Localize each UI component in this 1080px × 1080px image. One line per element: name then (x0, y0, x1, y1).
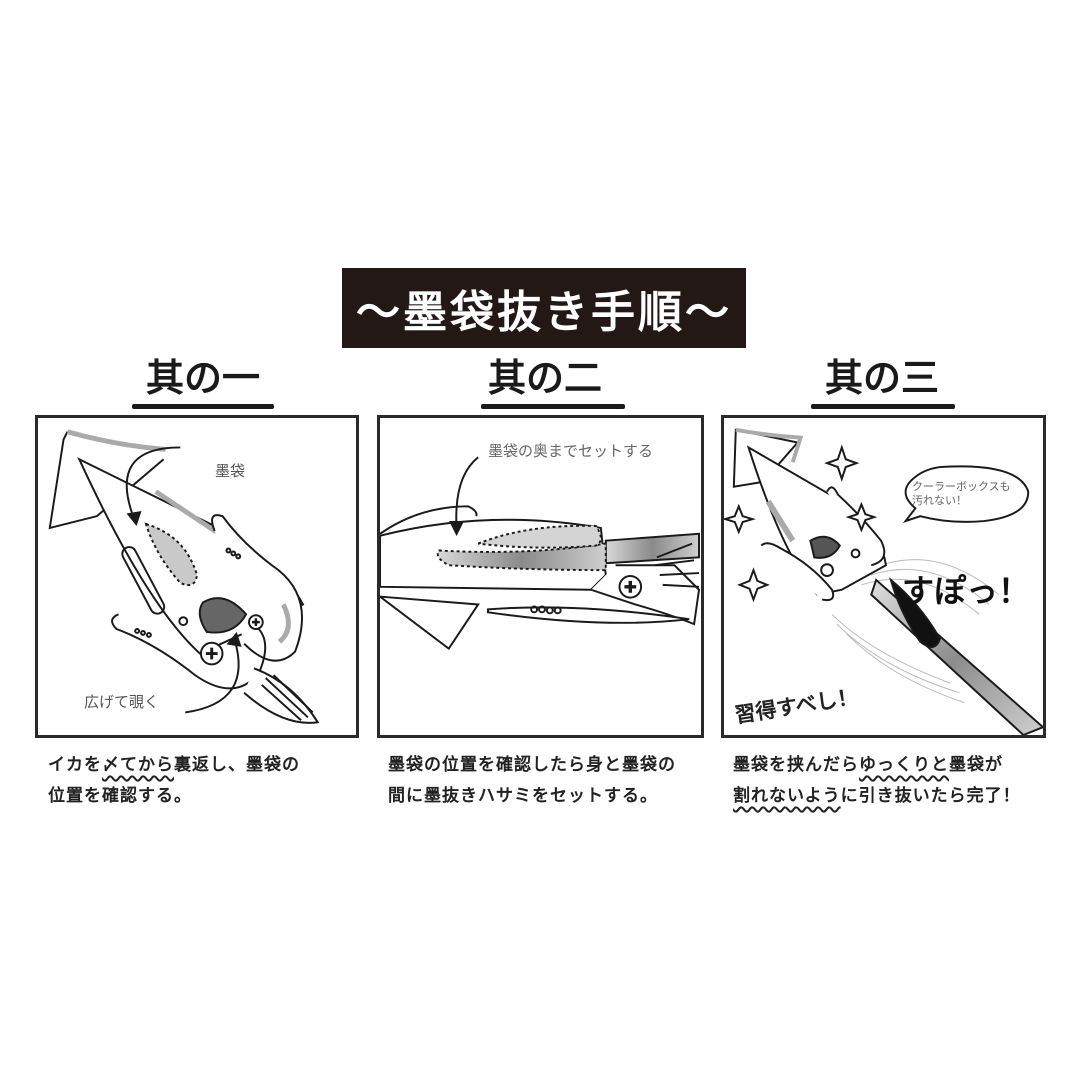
step-3-underline (811, 404, 955, 409)
caption-text: 確認 (102, 786, 138, 806)
step-3-heading: 其の三 (824, 355, 939, 400)
step-2-caption: 墨袋の位置を確認したら身と墨袋の 間に墨抜きハサミをセットする。 (388, 750, 718, 812)
caption-emphasis: 〆てから (102, 755, 174, 775)
caption-emphasis: ゆっくりと (859, 755, 949, 775)
set-deep-label: 墨袋の奥までセットする (488, 442, 654, 460)
sound-effect-text: すぽっ！ (902, 572, 1031, 610)
ink-sac-label: 墨袋 (215, 462, 246, 480)
caption-text: する。 (138, 786, 192, 806)
caption-text: イカを (48, 755, 102, 775)
step-2-caption-line-2: 間に墨抜きハサミをセットする。 (388, 786, 658, 806)
spread-look-label: 広げて覗く (84, 693, 160, 711)
step-2-heading: 其の二 (487, 355, 602, 400)
caption-emphasis: 割れないよう (733, 786, 841, 806)
step-1-heading: 其の一 (145, 355, 260, 400)
step-2-panel: 墨袋の奥までセットする (377, 415, 704, 738)
caption-text: 裏返し、墨袋の (174, 755, 300, 775)
caption-text: 墨袋を挟んだら (733, 755, 859, 775)
step-1-underline (132, 404, 274, 409)
step-3-caption-line-2: 割れないように引き抜いたら完了！ (733, 781, 1063, 812)
step-3-panel: クーラーボックスも 汚れない！ すぽっ！ 習得すべし！ (721, 415, 1046, 738)
step-2-caption-line-1: 墨袋の位置を確認したら身と墨袋の (388, 755, 676, 775)
step-1-caption-line-1: イカを〆てから裏返し、墨袋の (48, 750, 378, 781)
squid-flipped-illustration (48, 429, 320, 724)
step-3-caption-line-1: 墨袋を挟んだらゆっくりと墨袋が (733, 750, 1063, 781)
bubble-line-1: クーラーボックスも (912, 480, 1011, 493)
speech-bubble-text: クーラーボックスも 汚れない！ (912, 480, 1011, 508)
caption-text: 位置を (48, 786, 102, 806)
caption-text: に引き抜いたら完了！ (840, 786, 1021, 806)
title-banner: 〜墨袋抜き手順〜 (342, 268, 746, 348)
caption-text: 墨袋が (949, 755, 1003, 775)
step-1-panel: 墨袋 広げて覗く (35, 415, 359, 738)
step-1-caption: イカを〆てから裏返し、墨袋の 位置を確認する。 (48, 750, 378, 812)
page-title: 〜墨袋抜き手順〜 (356, 287, 732, 338)
scissors-insert-illustration (380, 456, 701, 651)
bubble-line-2: 汚れない！ (912, 494, 967, 507)
step-1-caption-line-2: 位置を確認する。 (48, 781, 378, 812)
step-2-underline (481, 404, 625, 409)
step-3-caption: 墨袋を挟んだらゆっくりと墨袋が 割れないように引き抜いたら完了！ (733, 750, 1063, 812)
ink-sac-removed-illustration (724, 427, 1043, 735)
